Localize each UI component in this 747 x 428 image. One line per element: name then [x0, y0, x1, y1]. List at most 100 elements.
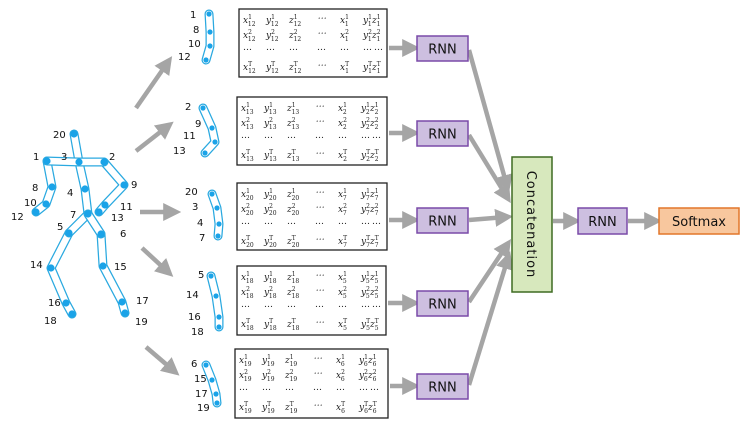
part-joint-label: 16 — [188, 312, 201, 323]
split-arrow-1 — [134, 56, 173, 110]
matrix-ellipsis: … — [287, 300, 296, 310]
skeleton-joint-19 — [121, 309, 129, 317]
rnn-to-concat-arrow-3 — [468, 208, 514, 227]
part-joint-label: 14 — [186, 290, 199, 301]
skeleton-joint-10 — [42, 200, 50, 208]
split-arrow-4 — [140, 246, 174, 277]
part-joint — [213, 293, 219, 299]
part-joint-label: 7 — [199, 233, 205, 244]
part-joint — [203, 362, 209, 368]
skeleton-joint-12 — [32, 208, 40, 216]
skeleton-joint-label: 5 — [57, 222, 63, 233]
part-joint-label: 20 — [185, 187, 198, 198]
skeleton-joint-label: 3 — [61, 152, 67, 163]
part-joint-label: 6 — [191, 359, 197, 370]
matrix-ellipsis: … — [363, 43, 372, 53]
matrix-cdots: ⋯ — [315, 149, 324, 159]
skeleton-joint-label: 4 — [67, 188, 73, 199]
matrix-ellipsis: … — [264, 300, 273, 310]
skeleton-joint-label: 10 — [24, 198, 37, 209]
feature-matrix — [236, 182, 388, 251]
matrix-ellipsis: … — [336, 383, 345, 393]
part-joint-label: 19 — [197, 403, 210, 414]
matrix-ellipsis: … — [361, 217, 370, 227]
part-joint — [203, 57, 209, 63]
matrix-ellipsis: … — [315, 300, 324, 310]
part-joint — [200, 105, 206, 111]
part-joint — [208, 273, 214, 279]
skeleton-joint-label: 6 — [120, 229, 126, 240]
skeleton-joint-label: 12 — [11, 212, 24, 223]
skeleton-joint-label: 7 — [70, 210, 76, 221]
part-joint — [214, 205, 220, 211]
part-joint — [209, 191, 215, 197]
part-joint — [209, 125, 215, 131]
skeleton-limb-outlines — [31, 129, 130, 319]
matrix-cdots: ⋯ — [313, 354, 322, 364]
skeleton-joint-18 — [68, 310, 76, 318]
matrix-ellipsis: … — [315, 131, 324, 141]
matrix-cdots: ⋯ — [313, 401, 322, 411]
part-joint — [209, 377, 215, 383]
skeleton-joint-label: 16 — [48, 298, 61, 309]
matrix-ellipsis: … — [313, 383, 322, 393]
part-joint-label: 15 — [194, 374, 207, 385]
matrix-ellipsis: … — [262, 383, 271, 393]
matrix-ellipsis: … — [361, 300, 370, 310]
matrix-cdots: ⋯ — [317, 14, 326, 24]
part-joint — [207, 29, 213, 35]
matrix-ellipsis: … — [372, 131, 381, 141]
skeleton-joint-2 — [100, 158, 108, 166]
matrix-ellipsis: … — [266, 43, 275, 53]
rnn-label: RNN — [428, 381, 456, 396]
rnn-block-5 — [416, 373, 469, 400]
skeleton-joint-label: 11 — [120, 202, 133, 213]
rnn-label: RNN — [428, 215, 456, 230]
matrix-ellipsis: … — [317, 43, 326, 53]
part-joint-label: 1 — [190, 10, 196, 21]
matrix-ellipsis: … — [372, 300, 381, 310]
part-joint-label: 5 — [198, 270, 204, 281]
feature-matrix — [238, 8, 388, 78]
rnn-block-3 — [416, 207, 469, 234]
skeleton-joint-label: 19 — [135, 317, 148, 328]
concatenation-label: Concatenation — [523, 171, 538, 279]
matrix-ellipsis: … — [370, 383, 379, 393]
part-joint — [206, 11, 212, 17]
skeleton-joint-11 — [101, 201, 109, 209]
